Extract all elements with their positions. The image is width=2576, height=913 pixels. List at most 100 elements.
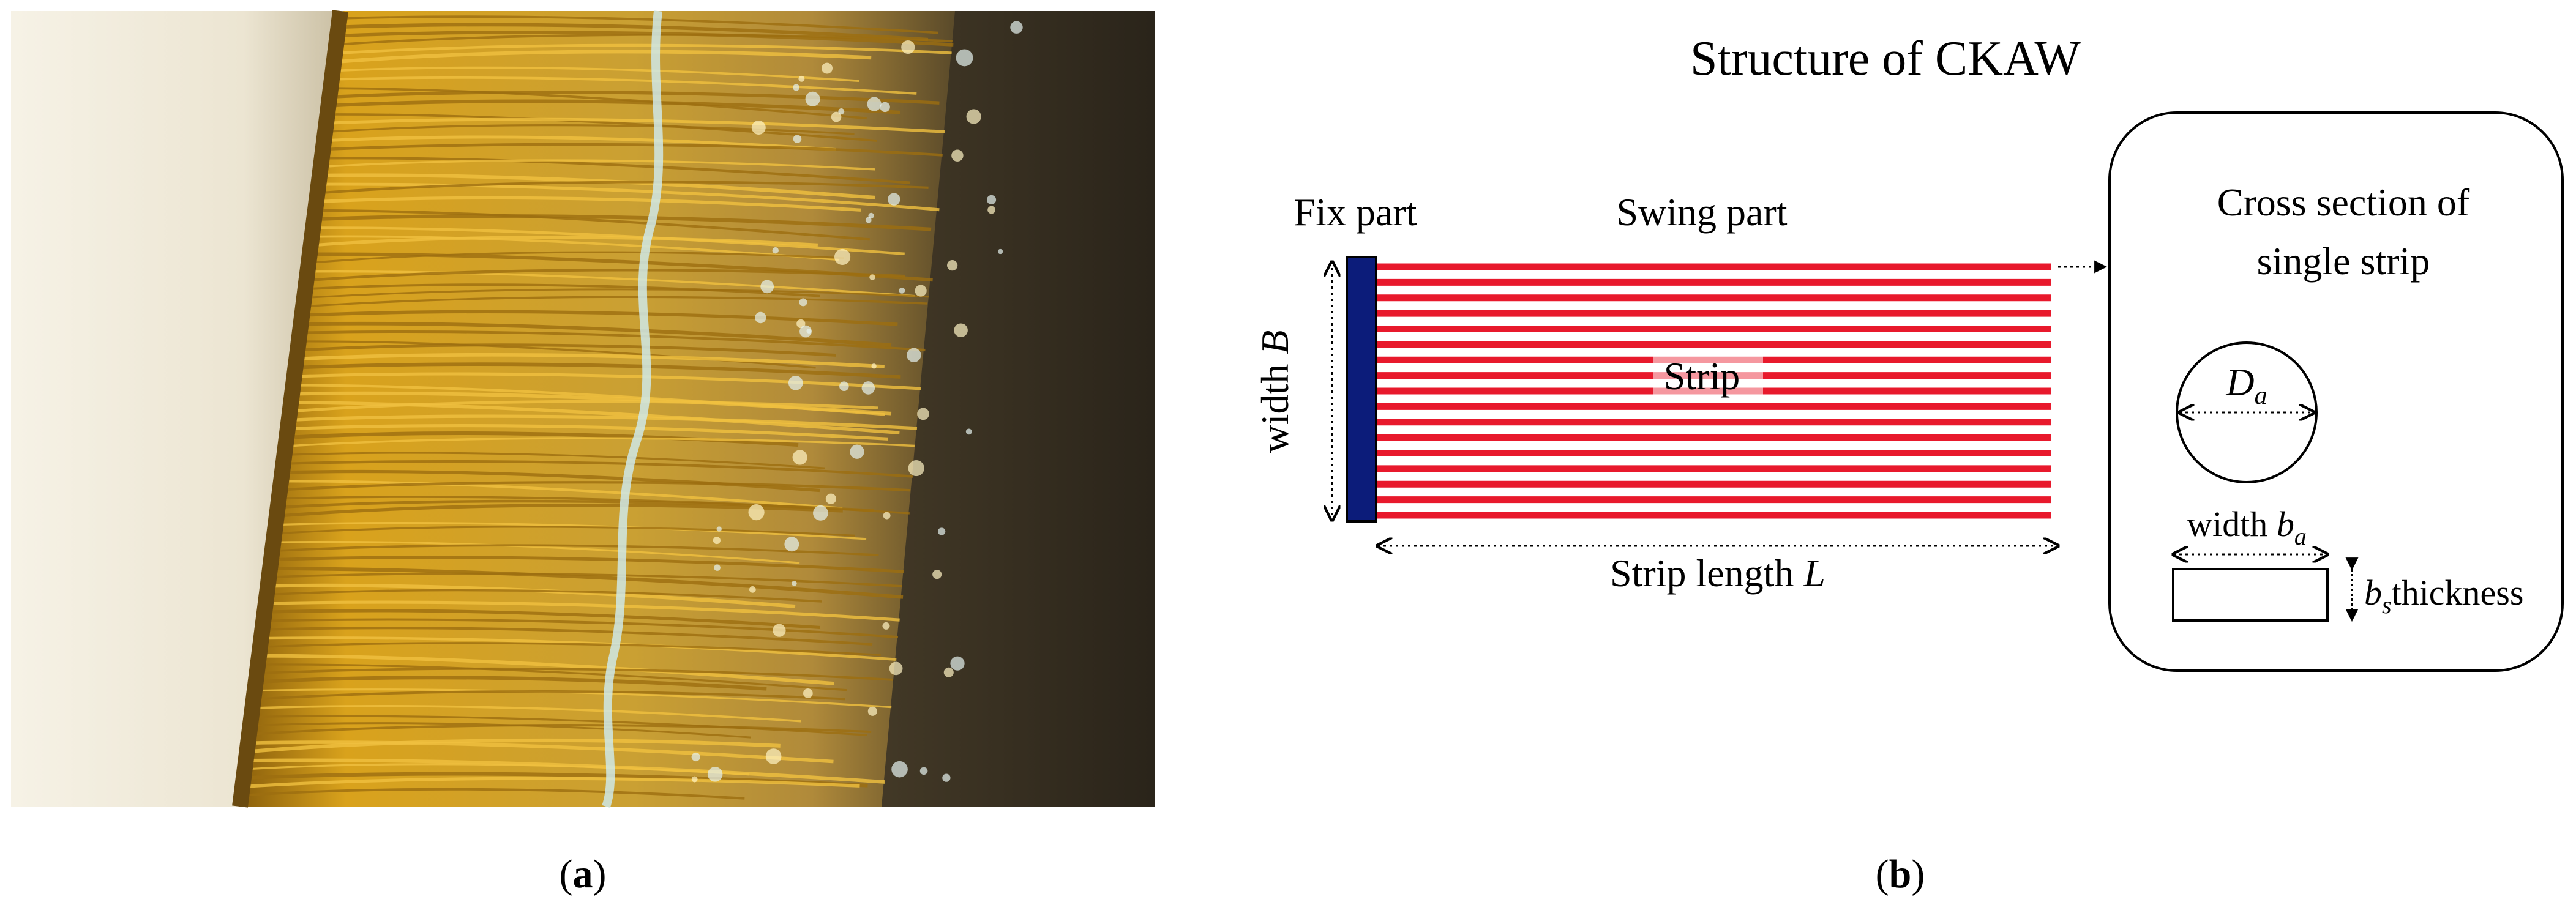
splash-dot bbox=[691, 776, 698, 783]
splash-dot bbox=[907, 348, 921, 362]
splash-dot bbox=[987, 206, 996, 214]
photo-strand bbox=[246, 740, 834, 764]
splash-dot bbox=[951, 149, 964, 162]
splash-dot bbox=[950, 656, 965, 671]
rectangular-cross-section bbox=[2172, 568, 2329, 622]
photo-strand bbox=[320, 173, 875, 199]
splash-dot bbox=[707, 767, 723, 782]
photo-strand bbox=[318, 182, 940, 212]
splash-dot bbox=[714, 564, 721, 572]
splash-dot bbox=[882, 622, 890, 630]
photo-strand bbox=[335, 43, 952, 55]
strip-label-backing bbox=[1653, 356, 1763, 398]
splash-dot bbox=[793, 135, 802, 143]
caption-b: (b) bbox=[1876, 852, 1925, 896]
splash-dot bbox=[915, 285, 927, 297]
splash-dot bbox=[943, 667, 954, 677]
photo-strand bbox=[250, 715, 867, 736]
splash-dot bbox=[871, 363, 877, 369]
splash-dot bbox=[865, 217, 872, 223]
splash-dot bbox=[751, 121, 766, 135]
splash-dot bbox=[748, 504, 765, 521]
photo-strand bbox=[288, 414, 918, 430]
splash-dot bbox=[831, 111, 842, 122]
photo-strand bbox=[316, 196, 861, 212]
photo-strand bbox=[243, 763, 749, 776]
splash-dot bbox=[799, 298, 807, 307]
photo-strand bbox=[259, 642, 881, 657]
photo-strand bbox=[290, 401, 900, 434]
splash-dot bbox=[716, 526, 722, 532]
splash-dot bbox=[938, 527, 946, 535]
photo-strand bbox=[339, 23, 929, 42]
photo-strand bbox=[296, 353, 885, 369]
splash-dot bbox=[792, 581, 797, 586]
splash-dot bbox=[773, 624, 786, 637]
splash-dot bbox=[867, 706, 877, 716]
splash-dot bbox=[899, 287, 905, 294]
splash-dot bbox=[888, 193, 900, 206]
diagram-title: Structure of CKAW bbox=[1690, 32, 2081, 86]
photo-strand bbox=[241, 777, 860, 789]
photo-strand bbox=[289, 400, 878, 413]
photo-strand bbox=[263, 609, 820, 630]
photo-strand bbox=[260, 636, 897, 661]
photo-strand bbox=[338, 31, 954, 47]
splash-dot bbox=[942, 773, 951, 782]
splash-highlights bbox=[691, 21, 1023, 783]
splash-dot bbox=[788, 375, 803, 390]
water-reflection bbox=[602, 10, 664, 808]
photo-strand bbox=[256, 663, 847, 691]
splash-dot bbox=[966, 109, 981, 124]
photo-strand bbox=[286, 431, 799, 447]
splash-dot bbox=[889, 661, 903, 676]
splash-dot bbox=[954, 323, 968, 337]
photo-strand bbox=[326, 117, 945, 133]
splash-dot bbox=[799, 325, 812, 338]
photo-strand bbox=[330, 90, 940, 105]
photo-strip-lines bbox=[239, 15, 954, 800]
photo-strand bbox=[277, 499, 875, 512]
photo-strand bbox=[295, 362, 901, 379]
strip-label: Strip bbox=[1664, 354, 1740, 398]
splash-dot bbox=[850, 444, 864, 459]
photo-strand bbox=[275, 522, 867, 540]
splash-dot bbox=[803, 688, 813, 698]
splash-dot bbox=[868, 212, 874, 219]
panel-a-photo bbox=[11, 10, 1155, 808]
width-ba-label: width ba bbox=[2187, 504, 2307, 550]
thickness-label: bsthickness bbox=[2364, 573, 2523, 619]
photo-strand bbox=[332, 76, 917, 95]
photo-strand bbox=[302, 310, 898, 326]
photo-strand bbox=[312, 235, 839, 261]
photo-strand bbox=[306, 269, 905, 282]
photo-strand bbox=[274, 526, 855, 537]
splash-dot bbox=[917, 408, 929, 420]
photo-strand bbox=[264, 600, 900, 622]
photo-strand bbox=[266, 589, 822, 603]
photo-strand bbox=[310, 236, 818, 247]
splash-dot bbox=[822, 62, 833, 74]
fix-part-bar bbox=[1346, 256, 1377, 523]
splash-dot bbox=[997, 248, 1003, 255]
splash-dot bbox=[749, 586, 756, 593]
splash-dot bbox=[986, 195, 997, 205]
photo-strand bbox=[268, 572, 902, 587]
panel-b-diagram: Structure of CKAW Fix part Swing part wi… bbox=[1253, 32, 2564, 672]
photo-strand bbox=[271, 544, 879, 557]
photo-strand bbox=[280, 480, 843, 510]
photo-strand bbox=[282, 460, 913, 478]
photo-strand bbox=[239, 788, 745, 800]
photo-strand bbox=[337, 34, 953, 46]
splash-dot bbox=[869, 274, 875, 280]
cross-section-title-line1: Cross section of bbox=[2217, 181, 2470, 224]
photo-strand bbox=[299, 330, 926, 352]
photo-strand bbox=[294, 372, 921, 390]
photo-strand bbox=[324, 135, 836, 151]
splash-dot bbox=[919, 767, 928, 775]
photo-strand bbox=[313, 226, 905, 256]
photo-strand bbox=[270, 556, 904, 573]
photo-strand bbox=[331, 87, 867, 120]
splash-dot bbox=[867, 97, 882, 111]
